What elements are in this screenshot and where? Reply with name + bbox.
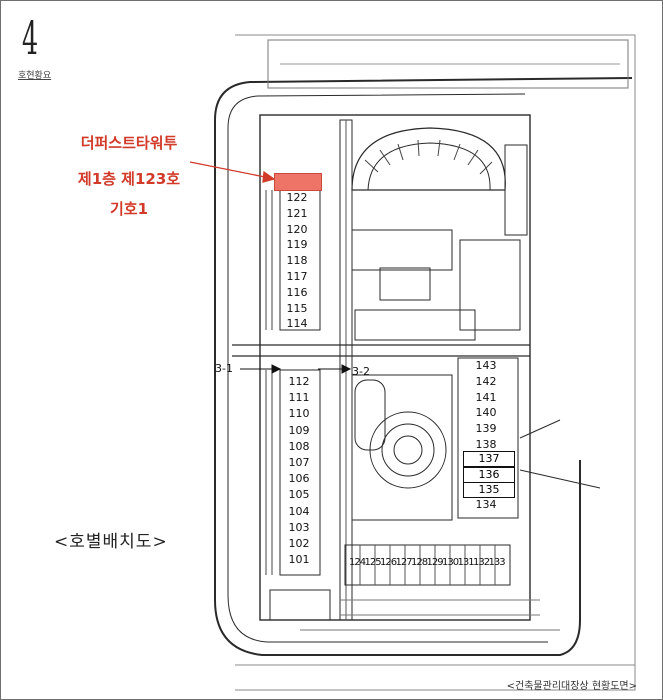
unit-label-128: 128 xyxy=(411,557,428,568)
unit-label-115: 115 xyxy=(286,301,308,315)
page-subtitle: 호현황요 xyxy=(18,71,52,81)
callout-symbol: 기호1 xyxy=(109,200,149,218)
unit-label-129: 129 xyxy=(426,557,444,568)
unit-label-138: 138 xyxy=(475,438,497,451)
unit-label-107: 107 xyxy=(288,456,310,469)
unit-label-103: 103 xyxy=(288,520,310,534)
unit-label-104: 104 xyxy=(288,504,310,518)
unit-label-110: 110 xyxy=(288,407,310,421)
unit-label-140: 140 xyxy=(475,406,497,420)
unit-label-111: 111 xyxy=(288,391,310,405)
unit-label-132: 132 xyxy=(473,557,490,568)
unit-123-highlight xyxy=(274,173,322,191)
corridor-label-left: 3-1 xyxy=(215,362,233,375)
unit-label-108: 108 xyxy=(288,439,310,453)
callout-unit-number: 제1층 제123호 xyxy=(77,170,181,188)
legend-label: <호별배치도> xyxy=(54,532,168,552)
unit-label-122: 122 xyxy=(286,191,308,204)
unit-label-114: 114 xyxy=(286,317,308,331)
unit-label-134: 134 xyxy=(475,498,497,511)
unit-label-112: 112 xyxy=(288,375,310,388)
unit-label-117: 117 xyxy=(286,270,308,283)
callout-building-name: 더퍼스트타워투 xyxy=(80,134,178,152)
unit-label-124: 124 xyxy=(349,557,366,568)
unit-label-125: 125 xyxy=(364,557,382,568)
unit-label-141: 141 xyxy=(475,390,497,404)
unit-label-101: 101 xyxy=(288,553,310,567)
unit-label-133: 133 xyxy=(488,557,506,568)
unit-label-139: 139 xyxy=(475,422,497,436)
corridor-label-right: 3-2 xyxy=(352,365,370,378)
unit-label-105: 105 xyxy=(288,488,310,502)
unit-label-109: 109 xyxy=(288,423,310,437)
page-number: 4 xyxy=(22,11,39,65)
unit-label-136: 136 xyxy=(463,466,515,483)
unit-label-120: 120 xyxy=(286,222,308,236)
unit-label-131: 131 xyxy=(457,557,475,568)
footer-caption: <건축물관리대장상 현황도면> xyxy=(506,681,637,692)
unit-label-106: 106 xyxy=(288,472,310,486)
unit-label-126: 126 xyxy=(380,557,397,568)
unit-label-135: 135 xyxy=(463,482,515,498)
unit-label-130: 130 xyxy=(442,557,459,568)
unit-label-137: 137 xyxy=(463,451,515,467)
unit-label-142: 142 xyxy=(475,374,497,388)
unit-label-116: 116 xyxy=(286,285,308,299)
unit-label-102: 102 xyxy=(288,537,310,550)
unit-label-127: 127 xyxy=(395,557,413,568)
unit-label-119: 119 xyxy=(286,238,308,252)
unit-label-118: 118 xyxy=(286,254,308,268)
unit-label-121: 121 xyxy=(286,206,308,220)
unit-label-143: 143 xyxy=(475,359,497,372)
